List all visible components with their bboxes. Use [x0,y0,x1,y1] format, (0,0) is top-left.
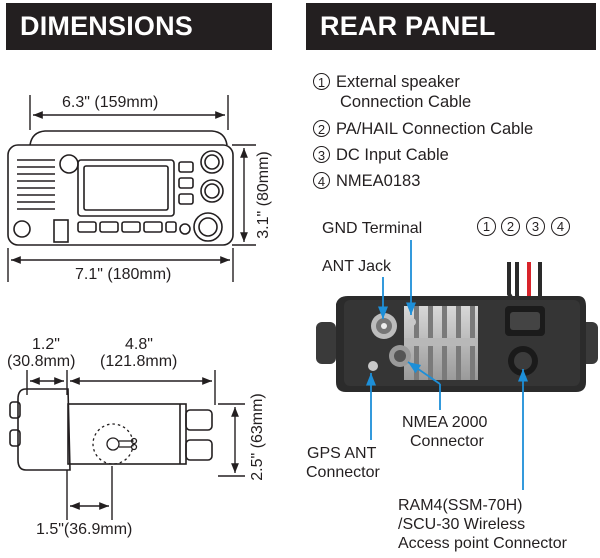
legend-text: DC Input Cable [336,146,449,164]
side-view-radio [9,388,213,471]
rear-panel-header: REAR PANEL [306,3,596,50]
legend-number: 3 [313,146,330,163]
legend-item-1: 1 External speaker Connection Cable [313,72,471,112]
front-dimension-lines [7,95,256,282]
side-depth-body-label-1: 4.8" [125,336,153,353]
cable-number-2: 2 [501,217,520,236]
gnd-terminal-label: GND Terminal [322,220,423,237]
front-width-total-label: 7.1" (180mm) [75,266,172,283]
side-depth-body-label-2: (121.8mm) [100,353,178,370]
side-depth-front-label-1: 1.2" [32,336,60,353]
legend-text: NMEA0183 [336,172,421,190]
legend-text: PA/HAIL Connection Cable [336,120,534,138]
legend-number: 1 [313,73,330,90]
legend-number: 4 [313,172,330,189]
nmea2000-label-1: NMEA 2000 [402,414,488,431]
cable-number-3: 3 [526,217,545,236]
legend-text: External speaker [336,73,460,91]
ram4-label-2: /SCU-30 Wireless [398,516,526,533]
ant-jack-label: ANT Jack [322,258,392,275]
legend-item-3: 3 DC Input Cable [313,145,449,165]
legend-text-sub: Connection Cable [340,93,472,111]
rear-panel-radio [316,262,598,392]
front-view-radio [7,130,234,246]
legend-item-4: 4 NMEA0183 [313,171,420,191]
side-mount-label: 1.5"(36.9mm) [36,521,133,538]
side-height-label: 2.5" (63mm) [249,393,266,481]
cable-number-4: 4 [551,217,570,236]
legend-number: 2 [313,120,330,137]
gps-ant-label-1: GPS ANT [307,445,377,462]
dimensions-header: DIMENSIONS [6,3,272,50]
front-width-top-label: 6.3" (159mm) [62,94,159,111]
legend-item-2: 2 PA/HAIL Connection Cable [313,119,533,139]
side-dimension-lines [26,370,245,520]
ram4-label-1: RAM4(SSM-70H) [398,497,523,514]
callout-lines [365,240,529,490]
cable-number-1: 1 [477,217,496,236]
ram4-label-3: Access point Connector [398,535,567,552]
gps-ant-label-2: Connector [306,464,380,481]
front-height-label: 3.1" (80mm) [255,151,272,239]
side-depth-front-label-2: (30.8mm) [7,353,76,370]
nmea2000-label-2: Connector [410,433,484,450]
